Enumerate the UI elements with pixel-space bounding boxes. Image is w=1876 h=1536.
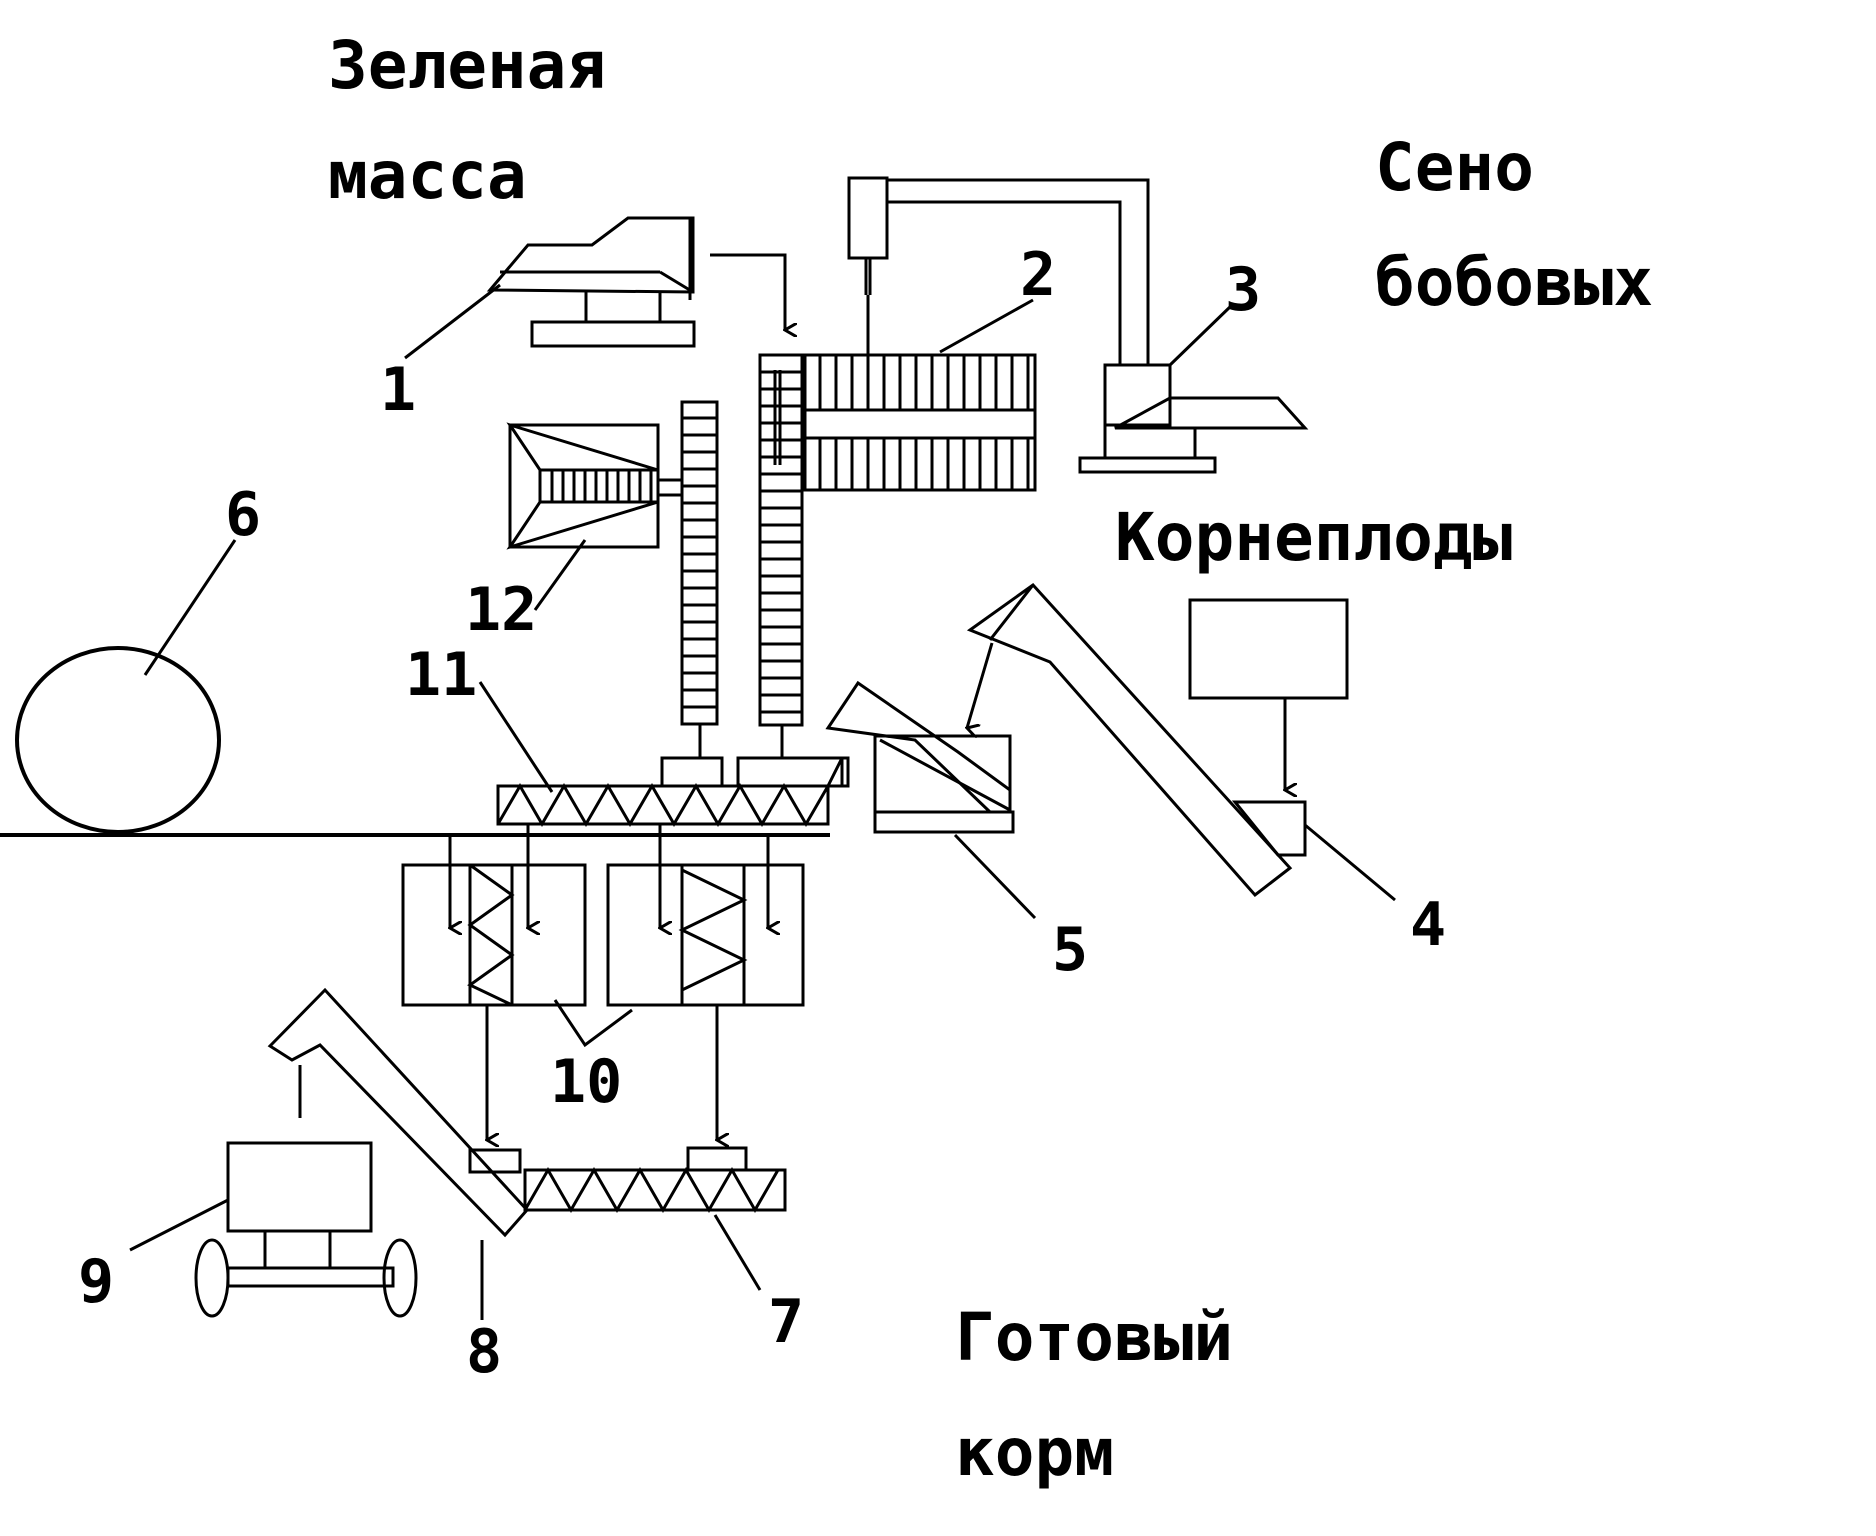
root-conveyor-4 — [966, 583, 1293, 898]
feeder-12 — [506, 422, 682, 550]
hay-label-line2: бобовых — [1375, 244, 1653, 321]
leader-lines — [129, 283, 1396, 1320]
screw-conveyor-11 — [496, 783, 830, 827]
leader-3 — [1168, 303, 1234, 367]
mixer-10-left — [401, 863, 587, 1007]
callout-12: 12 — [465, 575, 537, 645]
loading-conveyor-8 — [267, 987, 530, 1238]
callout-4: 4 — [1410, 890, 1446, 960]
callout-9: 9 — [78, 1247, 114, 1317]
hopper-lip — [825, 756, 850, 788]
ready-feed-label-line1: Готовый — [955, 1299, 1233, 1376]
green-mass-label-line2: масса — [328, 137, 527, 214]
leader-10 — [553, 999, 633, 1048]
leader-9 — [129, 1198, 229, 1252]
bucket-elevator-short — [660, 400, 724, 788]
hay-feeder-3 — [1078, 363, 1309, 474]
washer-feed-arrow — [967, 642, 994, 728]
mixer-10-right — [606, 863, 805, 1007]
green-mass-loader-1 — [486, 216, 696, 348]
callout-3: 3 — [1225, 255, 1261, 325]
screw-conveyor-7 — [468, 1146, 787, 1214]
leader-1 — [404, 283, 501, 360]
leader-7 — [713, 1214, 762, 1291]
leader-2 — [939, 298, 1034, 354]
root-washer-5 — [825, 680, 1015, 834]
mixer-feed-arrows — [450, 824, 770, 928]
green-mass-flow-arrow — [710, 253, 785, 330]
hay-chopper-2 — [803, 353, 1037, 492]
callout-11: 11 — [405, 640, 477, 710]
storage-tank-6 — [15, 646, 221, 834]
hay-label-line1: Сено — [1375, 129, 1534, 206]
ready-feed-label-line2: корм — [955, 1414, 1114, 1491]
root-bin-4 — [1188, 598, 1349, 857]
feed-truck-9 — [194, 1141, 418, 1318]
hay-hoist — [847, 176, 1150, 365]
callout-6: 6 — [225, 480, 261, 550]
bucket-elevator-tall — [736, 353, 844, 788]
leader-12 — [533, 539, 587, 611]
green-mass-label-line1: Зеленая — [328, 27, 606, 104]
callout-1: 1 — [380, 355, 416, 425]
roots-label: Корнеплоды — [1115, 499, 1512, 576]
leader-4 — [1304, 823, 1396, 902]
leader-6 — [143, 539, 237, 676]
callout-7: 7 — [768, 1287, 804, 1357]
leader-11 — [478, 681, 554, 793]
leader-5 — [953, 833, 1037, 920]
callout-2: 2 — [1020, 240, 1056, 310]
callout-8: 8 — [466, 1317, 502, 1387]
callout-10: 10 — [550, 1047, 622, 1117]
callout-5: 5 — [1052, 915, 1088, 985]
